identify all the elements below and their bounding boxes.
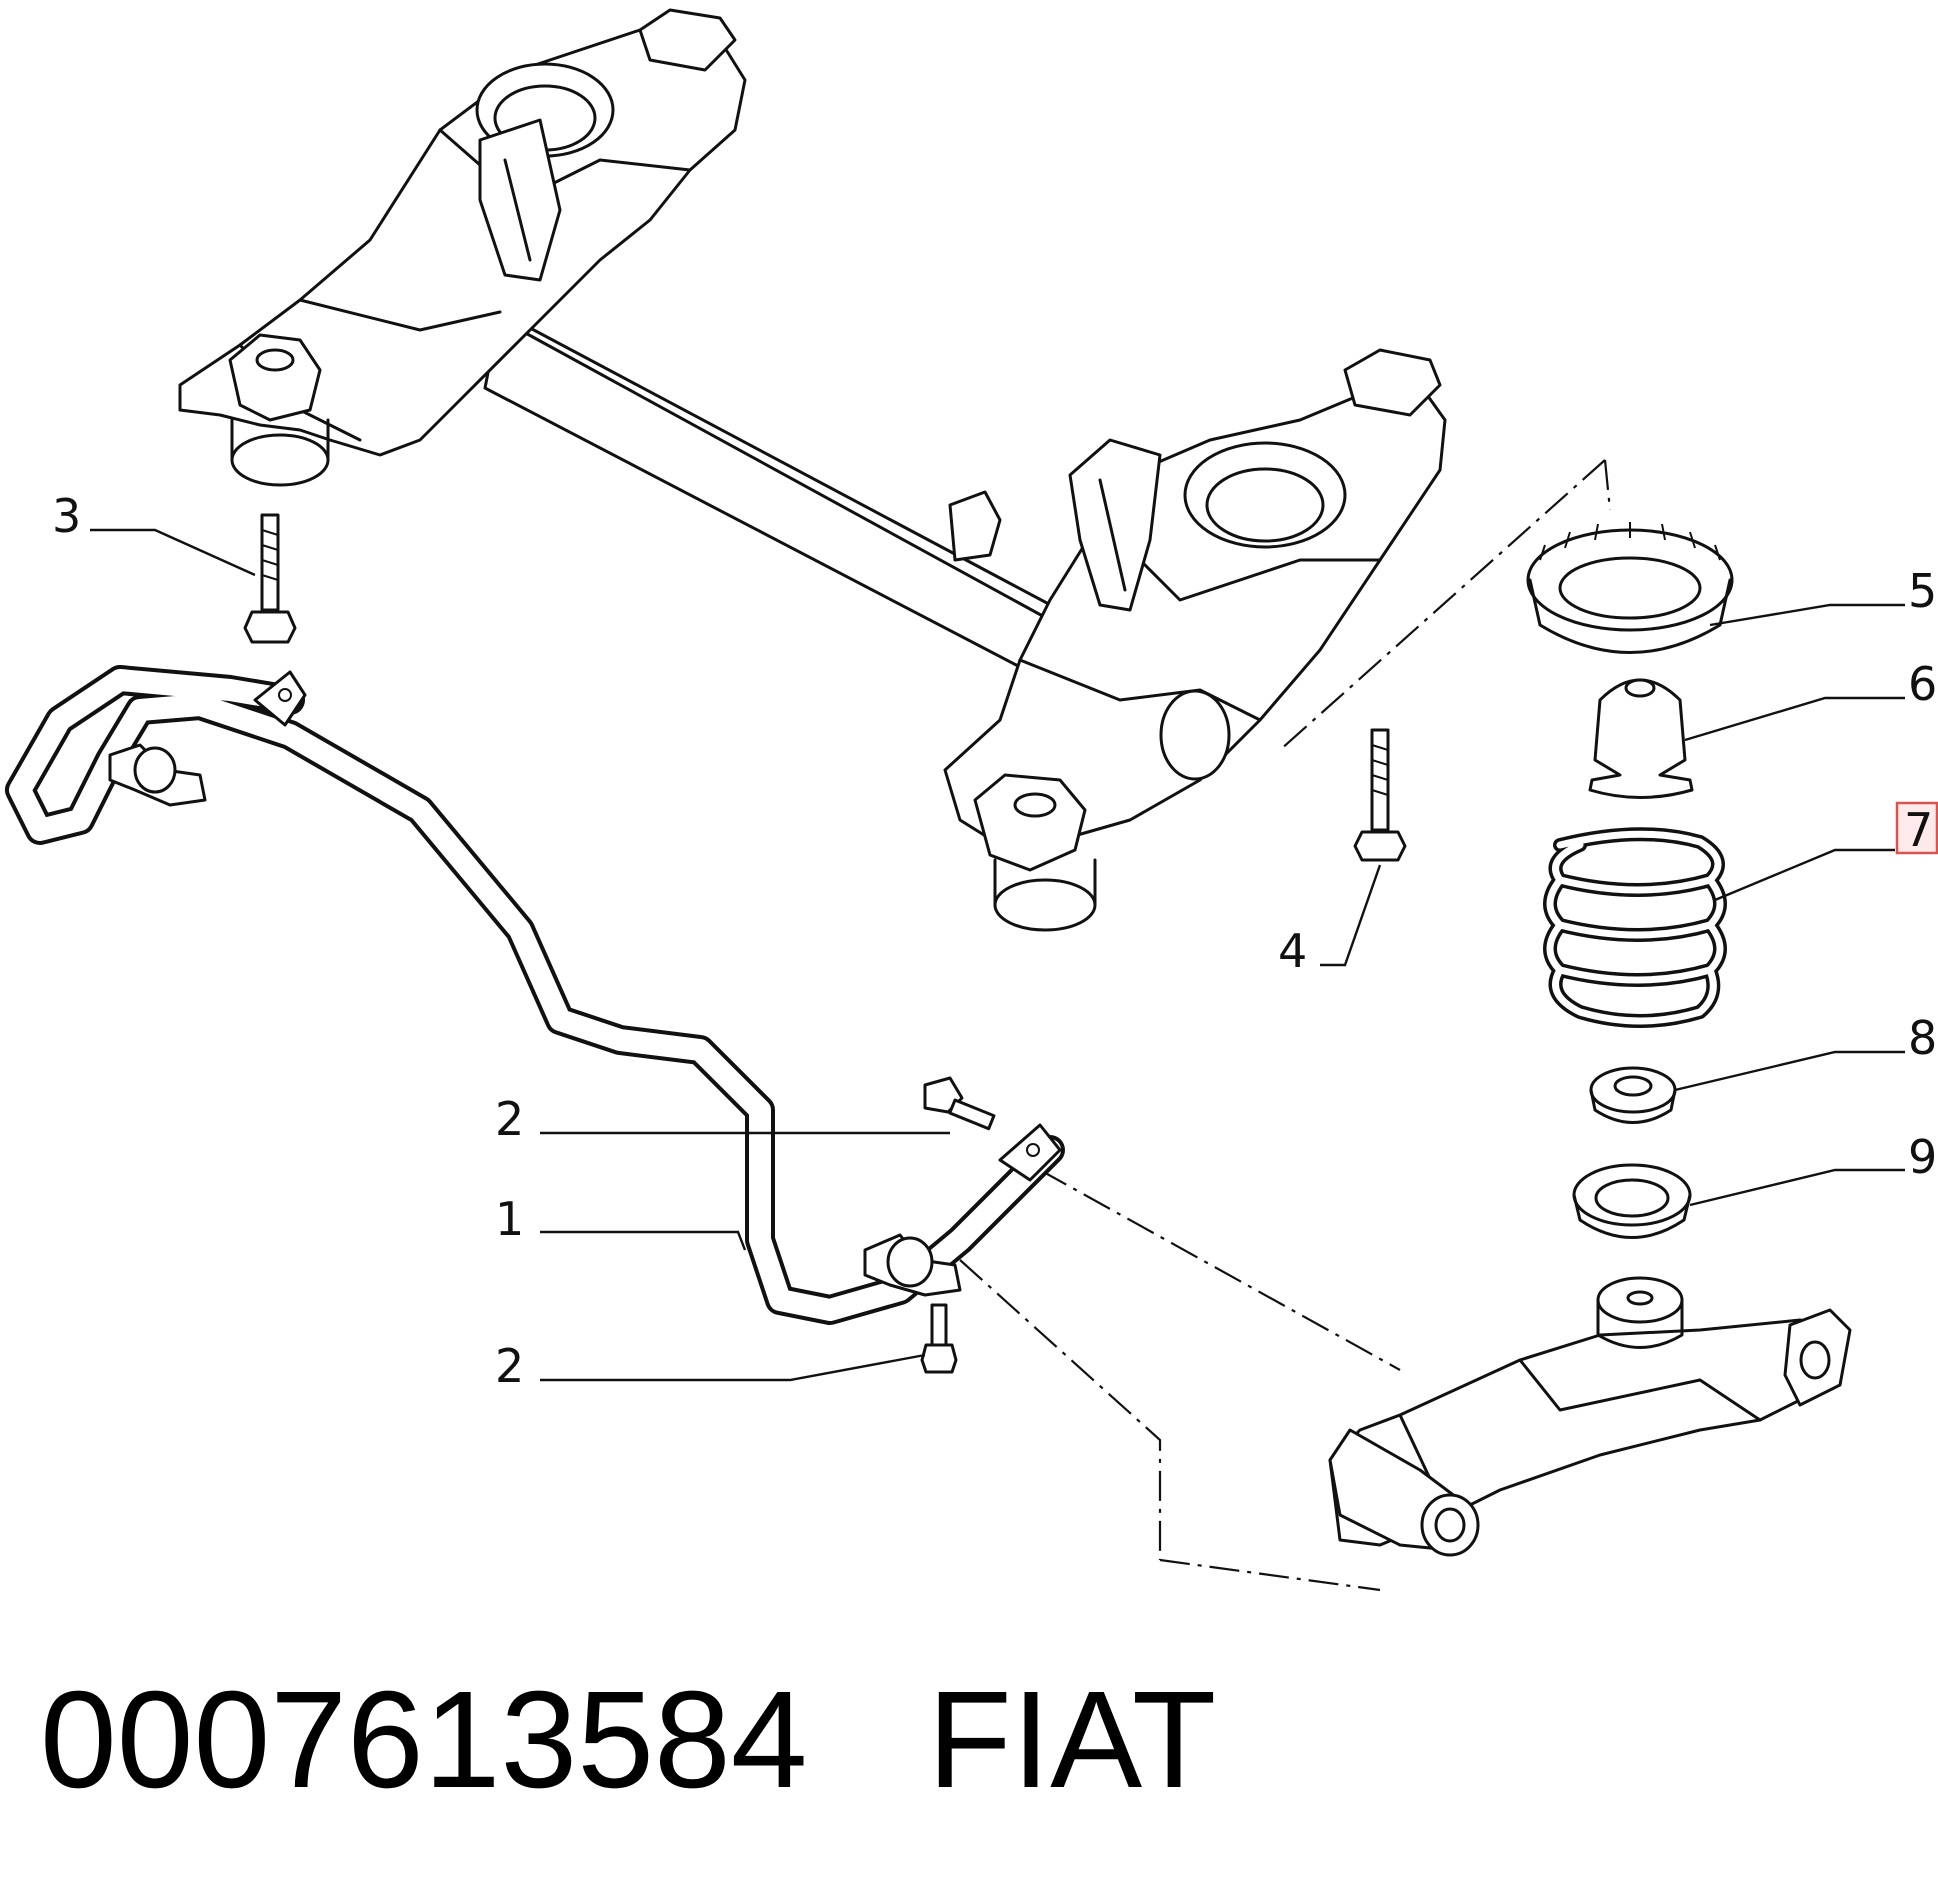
callout-labels: 3 4 5 6 7 8 9 2 1 2 — [52, 489, 1938, 1393]
bump-stop — [1588, 678, 1694, 799]
callout-1: 1 — [495, 1192, 524, 1246]
coil-spring — [1543, 827, 1727, 1028]
callout-2-lower: 2 — [495, 1339, 524, 1393]
part-number: 0007613584 — [40, 1663, 808, 1817]
trailing-arm — [1328, 1276, 1852, 1557]
rear-axle-crossmember — [178, 8, 1447, 932]
screw-2-upper — [923, 1076, 996, 1131]
callout-8: 8 — [1908, 1011, 1937, 1065]
callout-5: 5 — [1908, 564, 1937, 618]
brand-name: FIAT — [927, 1663, 1217, 1817]
bolt-3 — [243, 513, 297, 644]
assembly-guide-lines — [959, 459, 1612, 1592]
lower-spring-seat — [1572, 1163, 1692, 1239]
upper-spring-seat — [1526, 522, 1734, 654]
part-caption: 0007613584 FIAT — [40, 1665, 1216, 1815]
spring-insulator — [1589, 1066, 1677, 1124]
callout-6: 6 — [1908, 657, 1937, 711]
callout-2-upper: 2 — [495, 1092, 524, 1146]
leader-lines — [90, 528, 1905, 1382]
callout-9: 9 — [1908, 1130, 1937, 1184]
callout-3: 3 — [52, 489, 81, 543]
callout-4: 4 — [1278, 924, 1307, 978]
screw-2-lower — [920, 1303, 958, 1374]
callout-7: 7 — [1904, 803, 1933, 857]
callout-7-highlight — [1895, 801, 1938, 855]
bolt-4 — [1353, 728, 1407, 862]
stabilizer-bar — [5, 665, 1065, 1325]
